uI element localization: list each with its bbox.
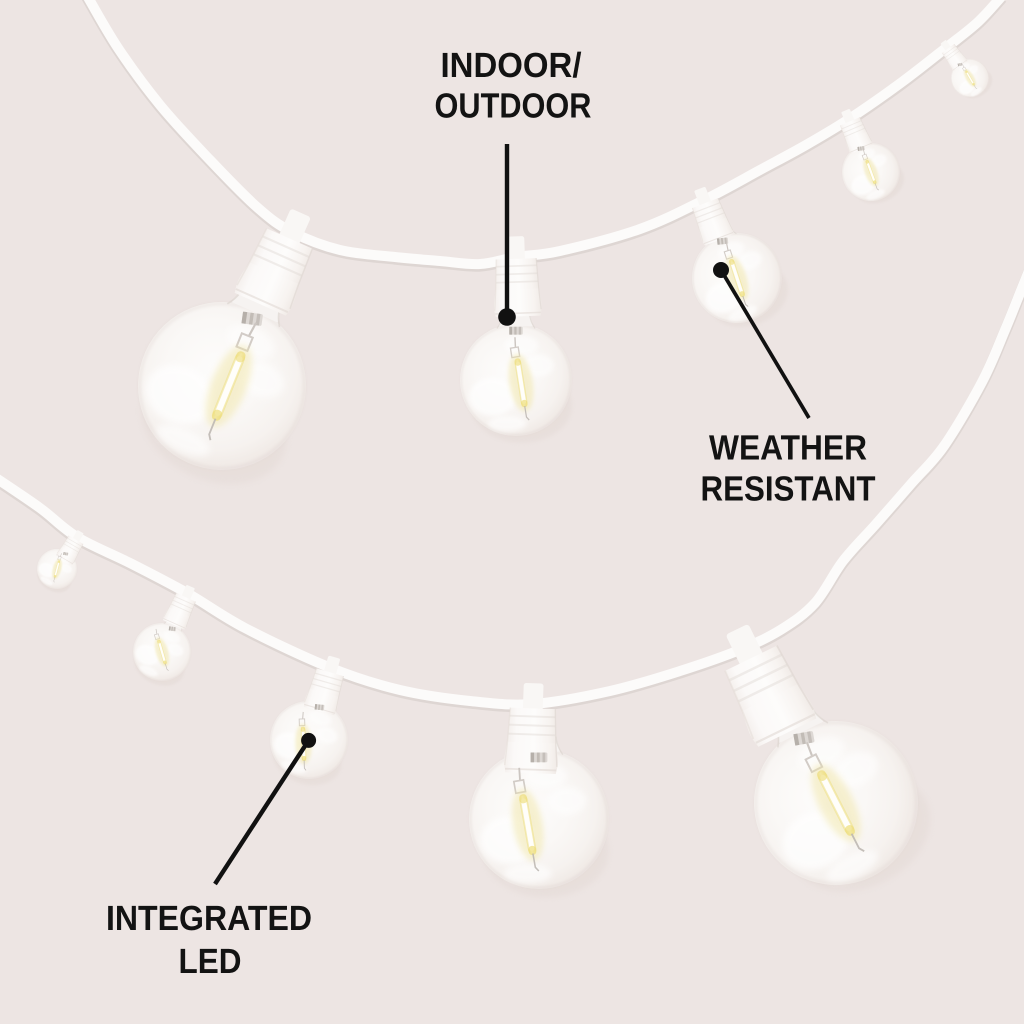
svg-text:OUTDOOR: OUTDOOR xyxy=(435,87,592,126)
svg-text:INDOOR/: INDOOR/ xyxy=(441,46,582,85)
svg-text:INTEGRATED: INTEGRATED xyxy=(106,899,312,938)
svg-text:RESISTANT: RESISTANT xyxy=(701,470,876,509)
svg-text:WEATHER: WEATHER xyxy=(709,429,867,468)
svg-text:LED: LED xyxy=(179,942,242,981)
